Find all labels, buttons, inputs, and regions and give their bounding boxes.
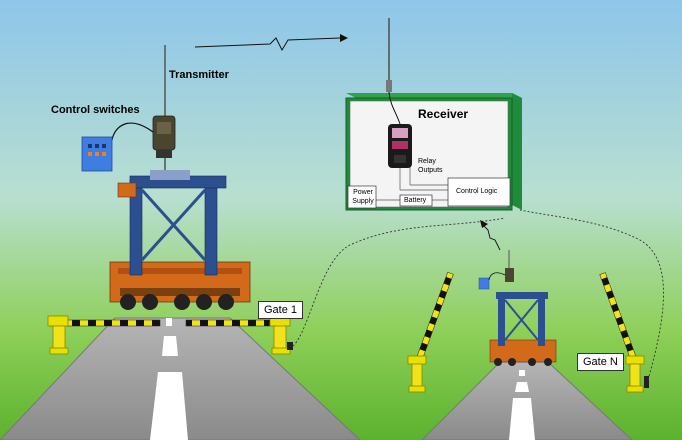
gate-barrier-icon [625,355,645,393]
receiver-panel [345,93,522,211]
wire-gate-n-to-receiver [519,209,664,381]
gate-barrier-icon [269,315,291,355]
gate-n-barrier [407,271,649,393]
battery-label: Battery [404,197,427,204]
gate-barrier-icon [47,315,69,355]
receiver-label: Receiver [418,107,469,121]
control-switches-label: Control switches [51,104,140,116]
power-supply-line-1: Power [353,189,373,196]
transmitter-label: Transmitter [169,69,229,81]
relay-outputs-line-2: Outputs [418,167,443,174]
radio-signal-arrow [194,34,348,52]
radio-transmitter-icon [505,268,514,282]
gate-barrier-icon [407,355,427,393]
straddle-carrier-icon [109,170,251,310]
relay-outputs-line-1: Relay [418,158,436,165]
road-gate-1 [0,317,361,440]
radio-signal-arrow-small [480,220,501,251]
receiver-unit-icon [388,124,412,168]
power-supply-line-2: Supply [352,198,374,205]
antenna-icon [386,18,392,92]
wire-gate-1-to-receiver [292,217,506,347]
control-switch-box-icon [81,136,113,172]
relay-outputs-label: Relay Outputs [418,157,443,175]
control-logic-label: Control Logic [456,188,498,195]
road-gate-n [421,361,633,440]
straddle-carrier-icon [489,292,557,366]
control-switch-box-icon [478,277,490,290]
gate-1-barrier [47,315,293,355]
radio-transmitter-icon [152,115,176,158]
power-supply-label: Power Supply [351,188,375,206]
gate-n-label: Gate N [577,353,624,371]
gate-1-label: Gate 1 [258,301,304,319]
